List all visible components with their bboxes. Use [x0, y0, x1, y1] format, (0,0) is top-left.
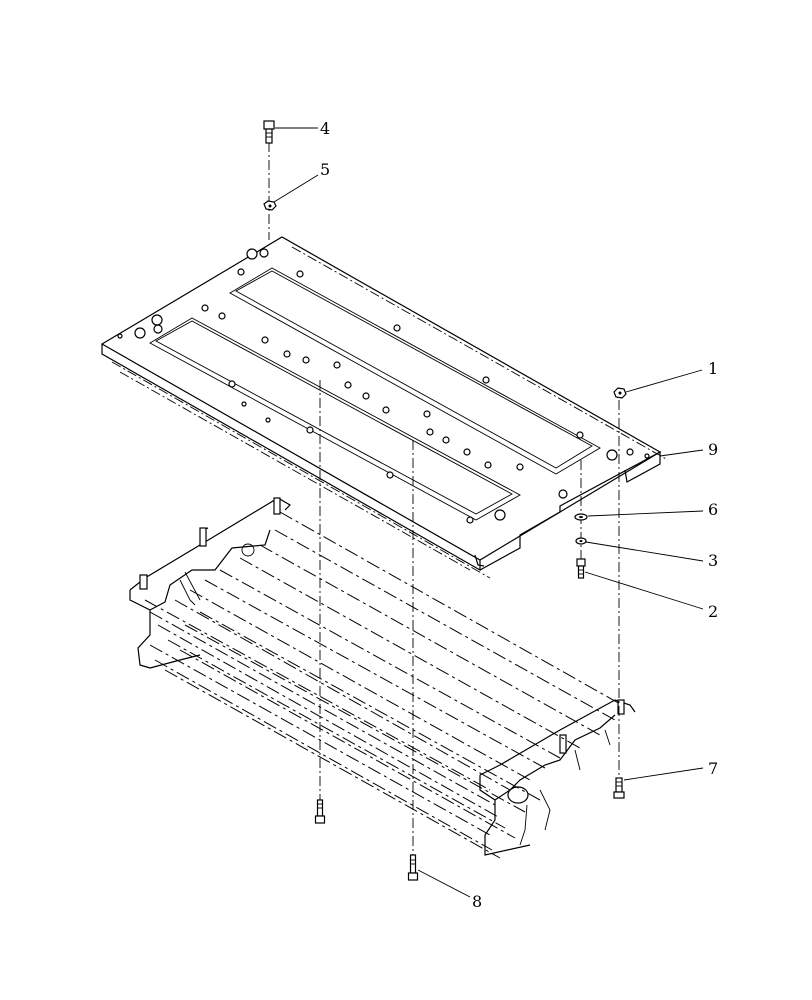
callout-labels: 1 2 3 4 5 6 7 8 9	[320, 119, 718, 911]
callout-1: 1	[708, 359, 718, 378]
nut-part-1	[613, 387, 627, 399]
screw-part-8	[407, 854, 419, 881]
callout-6: 6	[708, 500, 718, 519]
callout-7: 7	[708, 759, 718, 778]
washer-part-6	[574, 513, 588, 521]
screw-part-8-left	[314, 799, 326, 824]
callout-9: 9	[708, 440, 718, 459]
lock-washer-part-3	[575, 537, 587, 545]
callout-3: 3	[708, 551, 718, 570]
bolt-part-2	[576, 558, 586, 579]
nut-part-5	[263, 200, 277, 211]
plate-bolts	[117, 248, 650, 524]
callout-5: 5	[320, 160, 330, 179]
bolt-part-4	[263, 120, 275, 144]
callout-4: 4	[320, 119, 330, 138]
top-plate	[100, 236, 669, 579]
callout-8: 8	[472, 892, 482, 911]
screw-part-7	[613, 777, 625, 799]
fastener-centerlines	[268, 142, 620, 855]
leader-lines	[273, 127, 704, 898]
lower-frame	[129, 497, 636, 859]
callout-2: 2	[708, 602, 718, 621]
